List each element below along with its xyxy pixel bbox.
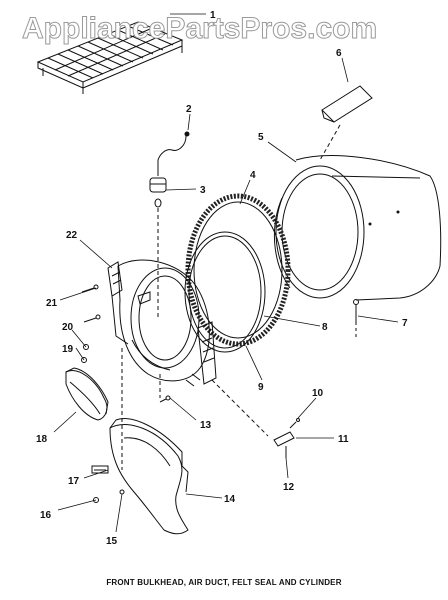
front-bulkhead-part (107, 259, 217, 387)
callout-3: 3 (200, 185, 206, 196)
callout-10: 10 (312, 388, 324, 399)
callout-17: 17 (68, 476, 80, 487)
callout-22: 22 (66, 230, 78, 241)
clip-part-20 (83, 344, 89, 350)
felt-seal-part (185, 193, 291, 347)
callout-9: 9 (258, 382, 264, 393)
screw-part-15 (119, 489, 125, 495)
screw-part-21 (81, 284, 101, 323)
callout-16: 16 (40, 510, 52, 521)
callout-7: 7 (402, 318, 408, 329)
callout-2: 2 (186, 104, 192, 115)
callout-19: 19 (62, 344, 74, 355)
duct-cover-part (65, 367, 109, 421)
callout-5: 5 (258, 132, 264, 143)
rack-part (36, 21, 184, 94)
screw-part-13 (159, 395, 171, 403)
label-plate-part (91, 465, 109, 474)
glide-part (319, 85, 373, 161)
callout-8: 8 (322, 322, 328, 333)
callout-14: 14 (224, 494, 236, 505)
watermark-text: AppliancePartsPros.com (21, 12, 378, 46)
callout-15: 15 (106, 536, 118, 547)
callout-6: 6 (336, 48, 342, 59)
callout-18: 18 (36, 434, 48, 445)
grommet-part-16 (93, 497, 99, 503)
screw-part-7 (353, 299, 359, 340)
clip-part-11 (273, 418, 300, 458)
lamp-wire-part (157, 131, 190, 176)
diagram-caption: FRONT BULKHEAD, AIR DUCT, FELT SEAL AND … (106, 578, 342, 587)
callout-1: 1 (210, 10, 216, 21)
clip-part-19 (81, 357, 87, 363)
callout-12: 12 (283, 482, 295, 493)
air-duct-part (109, 418, 189, 535)
callout-11: 11 (338, 434, 349, 445)
callout-21: 21 (46, 298, 58, 309)
callout-20: 20 (62, 322, 74, 333)
callout-4: 4 (250, 170, 256, 181)
callout-13: 13 (200, 420, 212, 431)
drum-cylinder-part (273, 155, 442, 301)
lamp-socket-part (149, 177, 167, 320)
